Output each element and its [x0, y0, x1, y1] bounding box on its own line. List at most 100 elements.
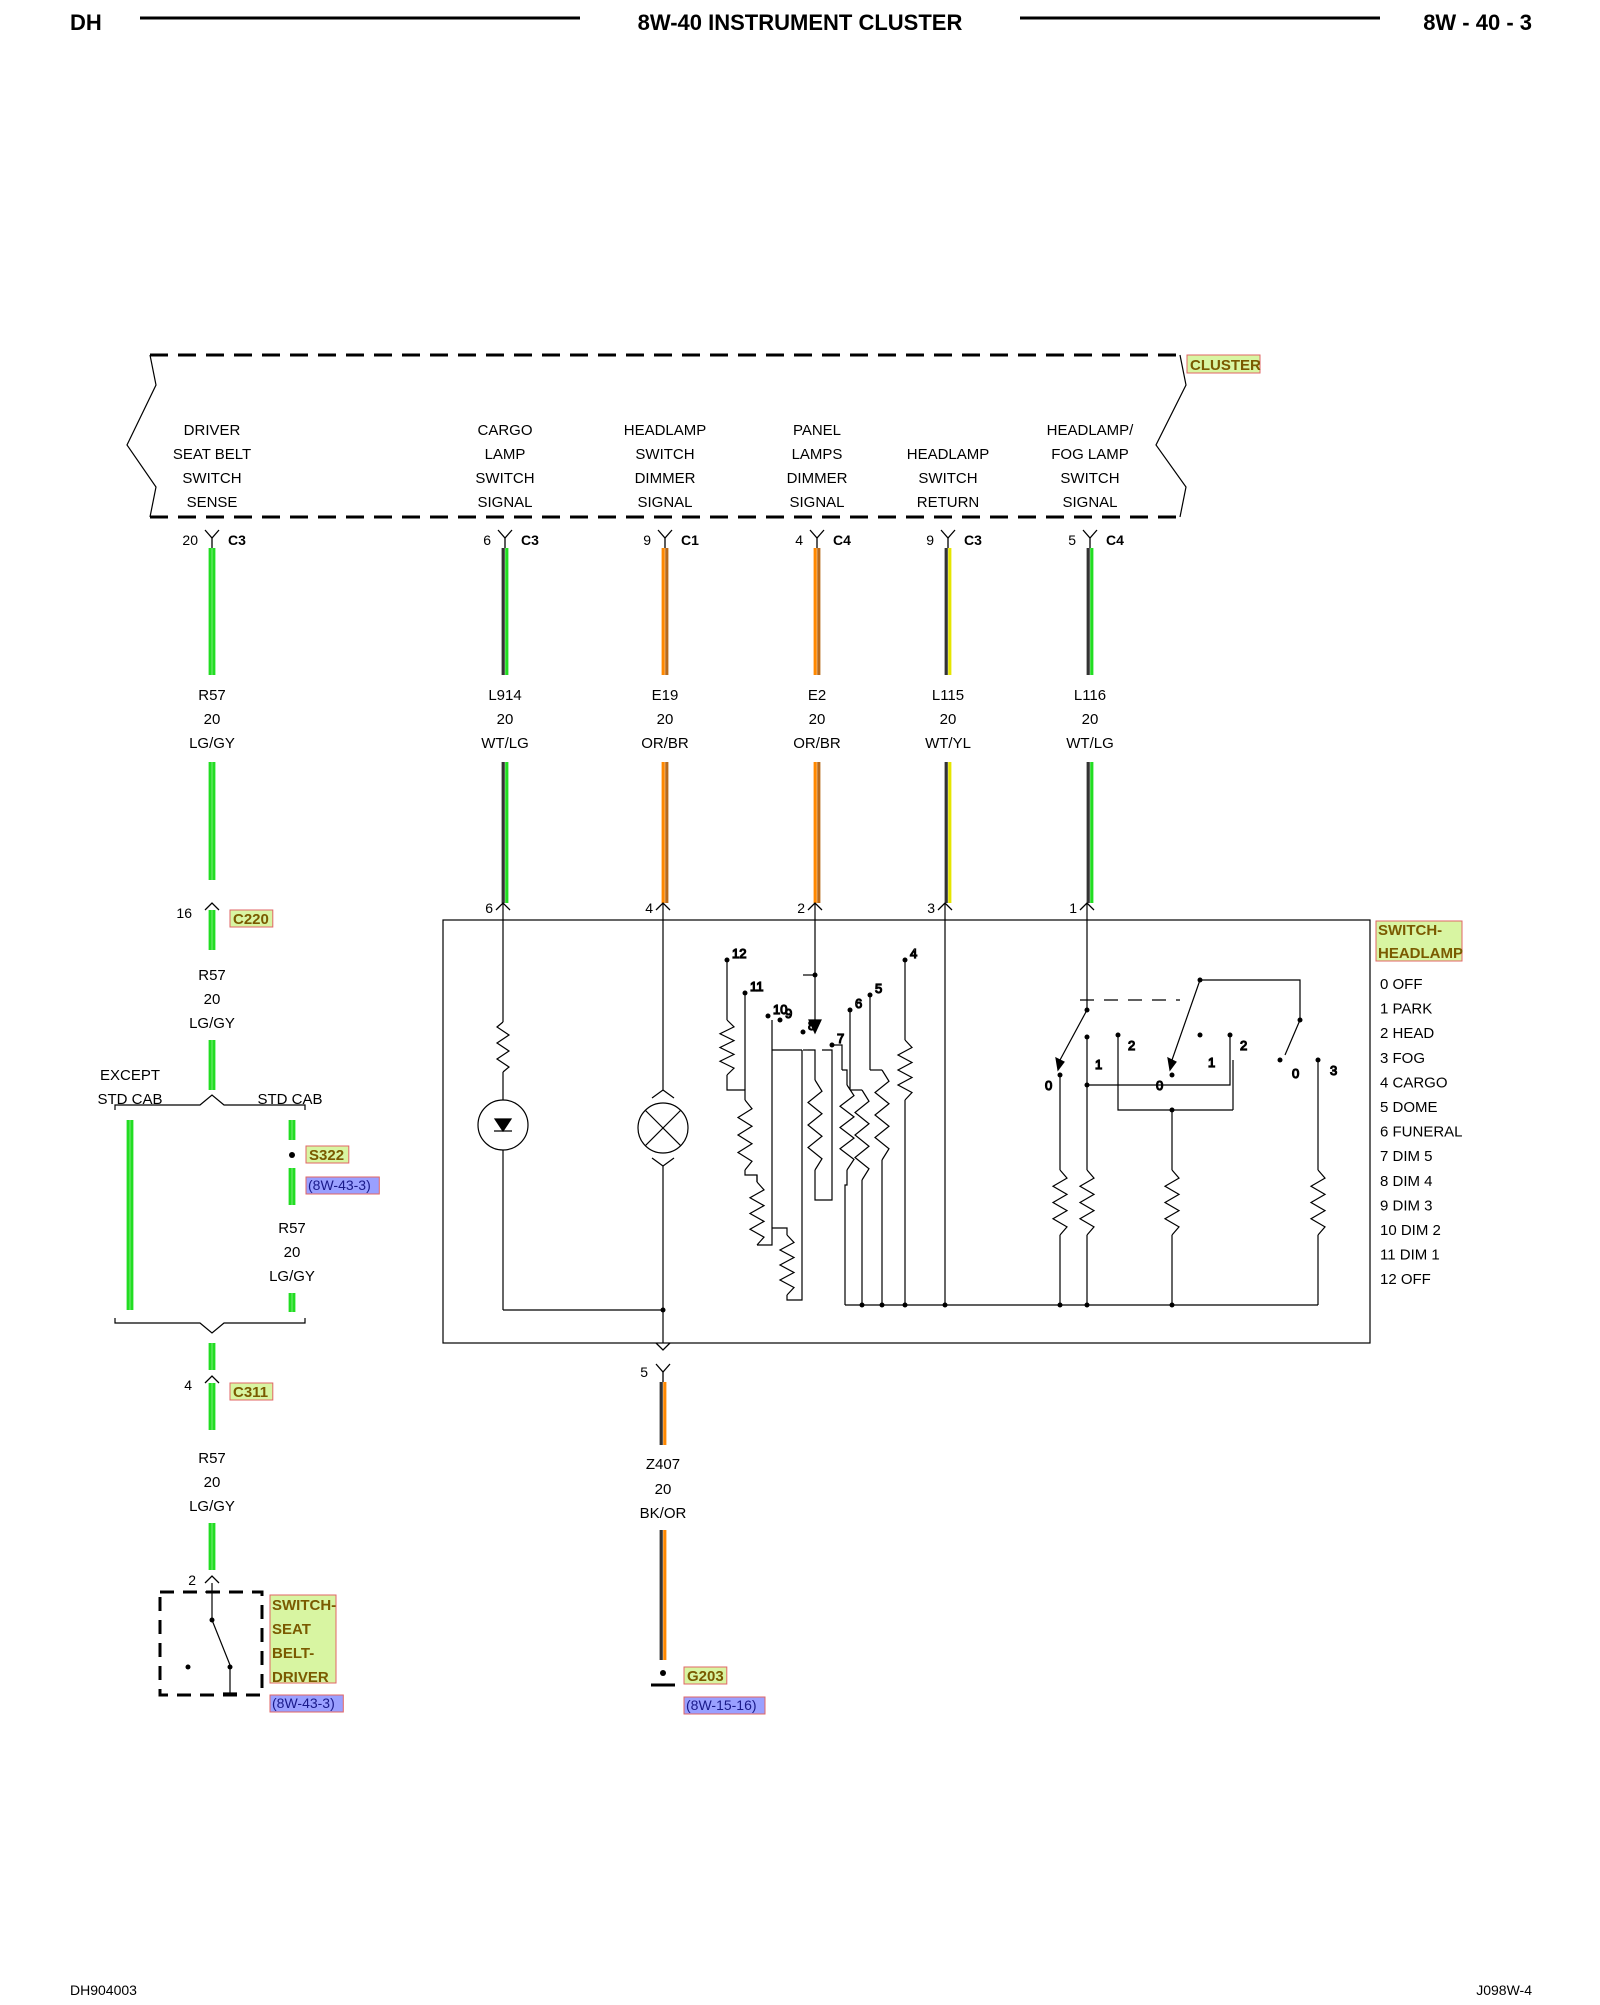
seatbelt-switch-label[interactable]: SEAT	[272, 1621, 311, 1638]
wire-gauge: 20	[657, 711, 674, 728]
connector-pin: 9	[643, 532, 651, 548]
dimmer-contact-label: 9	[785, 1006, 792, 1021]
wire-gauge: 20	[809, 711, 826, 728]
connector-pin: 6	[483, 532, 491, 548]
wiper-arrow-icon	[808, 1019, 822, 1035]
switch-pin-number: 2	[797, 900, 805, 916]
s322-label-box	[305, 1145, 350, 1164]
c220-pin: 16	[176, 905, 192, 921]
page-title: 8W-40 INSTRUMENT CLUSTER	[638, 10, 963, 35]
wire-segment	[208, 1343, 216, 1370]
resistor-icon	[839, 1084, 855, 1171]
wire-segment	[1086, 548, 1094, 675]
c311-label[interactable]: C311	[233, 1384, 268, 1401]
wire-color-code: LG/GY	[269, 1268, 315, 1285]
switch-position-item: 0 OFF	[1380, 976, 1423, 993]
connector-id: C4	[833, 532, 851, 548]
seatbelt-switch: SWITCH- SEAT BELT- DRIVER (8W-43-3)	[158, 1583, 344, 1713]
wire-segment	[944, 762, 952, 903]
switch-arrow-icon	[1167, 1056, 1177, 1072]
seatbelt-switch-label[interactable]: BELT-	[272, 1645, 314, 1662]
except-label: EXCEPT	[100, 1067, 160, 1084]
wire-segment	[208, 1383, 216, 1430]
rotary-contact-label: 3	[1330, 1063, 1337, 1078]
ground-ref[interactable]: (8W-15-16)	[686, 1697, 757, 1713]
seatbelt-switch-label[interactable]: SWITCH-	[272, 1597, 336, 1614]
switch-position-item: 11 DIM 1	[1380, 1247, 1440, 1264]
s322-ref[interactable]: (8W-43-3)	[308, 1177, 371, 1193]
switch-position-item: 2 HEAD	[1380, 1025, 1434, 1042]
s322-ref-box	[305, 1176, 380, 1195]
wire-id: R57	[198, 967, 226, 984]
footer-left: DH904003	[70, 1982, 137, 1998]
seatbelt-tag-box	[269, 1594, 337, 1684]
headlamp-switch-label-1[interactable]: SWITCH-	[1378, 922, 1442, 939]
header-left: DH	[70, 10, 102, 35]
junction-dot	[660, 1670, 666, 1676]
connector-chevron-icon	[204, 902, 220, 911]
wire-segment	[288, 1168, 296, 1205]
circuit-function-label: SENSE	[187, 494, 238, 511]
switch-blade	[1284, 1019, 1301, 1056]
circuit-function-label: DIMMER	[787, 470, 848, 487]
connector-pin: 4	[795, 532, 803, 548]
wire-segment	[288, 1120, 296, 1140]
connector-chevron-icon	[204, 1575, 220, 1584]
switch-arrow-icon	[1055, 1056, 1065, 1072]
connector-icon	[940, 529, 956, 539]
wire-color-code: LG/GY	[189, 1498, 235, 1515]
dimmer-contact-label: 12	[732, 946, 746, 961]
ground-label-box	[683, 1666, 728, 1685]
wire-gauge: 20	[204, 1474, 221, 1491]
junction-dot	[289, 1152, 295, 1158]
split-brace	[114, 1094, 306, 1110]
ground-label[interactable]: G203	[687, 1668, 724, 1685]
wire-segment	[944, 548, 952, 675]
dimmer-contact-label: 10	[773, 1002, 787, 1017]
lamp-bulb-icon	[637, 1102, 689, 1154]
dimmer-contact-label: 6	[855, 996, 862, 1011]
resistor-icon	[1309, 1169, 1327, 1236]
switch-position-item: 4 CARGO	[1380, 1074, 1448, 1091]
switch-position-item: 9 DIM 3	[1380, 1197, 1433, 1214]
circuit-function-label: HEADLAMP/	[1047, 422, 1135, 439]
circuit-function-label: SIGNAL	[477, 494, 532, 511]
seatbelt-switch-ref[interactable]: (8W-43-3)	[272, 1695, 335, 1711]
headlamp-switch-label-2[interactable]: HEADLAMP	[1378, 945, 1463, 962]
resistor-icon	[778, 1234, 796, 1296]
except-label: STD CAB	[97, 1091, 162, 1108]
rotary-contact-label: 2	[1240, 1038, 1247, 1053]
headlamp-switch-box	[442, 919, 1371, 1344]
wire-segment	[501, 762, 509, 903]
wire-color-code: OR/BR	[793, 735, 841, 752]
connector-pin: 5	[1068, 532, 1076, 548]
resistor-icon	[807, 1079, 823, 1171]
wire-segment	[501, 548, 509, 675]
c220-label[interactable]: C220	[233, 911, 269, 928]
circuit-function-label: DIMMER	[635, 470, 696, 487]
c311-pin: 4	[184, 1377, 192, 1393]
wire-id: L914	[488, 687, 521, 704]
switch-position-item: 6 FUNERAL	[1380, 1124, 1463, 1141]
junction-dot	[800, 1029, 806, 1035]
connector-id: C1	[681, 532, 699, 548]
resistor-icon	[896, 1039, 914, 1101]
dimmer-rheostat-network: 121110987654	[718, 920, 948, 1308]
connector-pin: 9	[926, 532, 934, 548]
circuit-function-label: SEAT BELT	[173, 446, 251, 463]
circuit-function-label: SIGNAL	[1062, 494, 1117, 511]
junction-dot	[1169, 1107, 1175, 1113]
seatbelt-switch-label[interactable]: DRIVER	[272, 1669, 329, 1686]
circuit-function-label: CARGO	[477, 422, 532, 439]
cluster-label[interactable]: CLUSTER	[1190, 357, 1261, 374]
s322-label[interactable]: S322	[309, 1147, 344, 1164]
wire-color-code: WT/LG	[1066, 735, 1114, 752]
